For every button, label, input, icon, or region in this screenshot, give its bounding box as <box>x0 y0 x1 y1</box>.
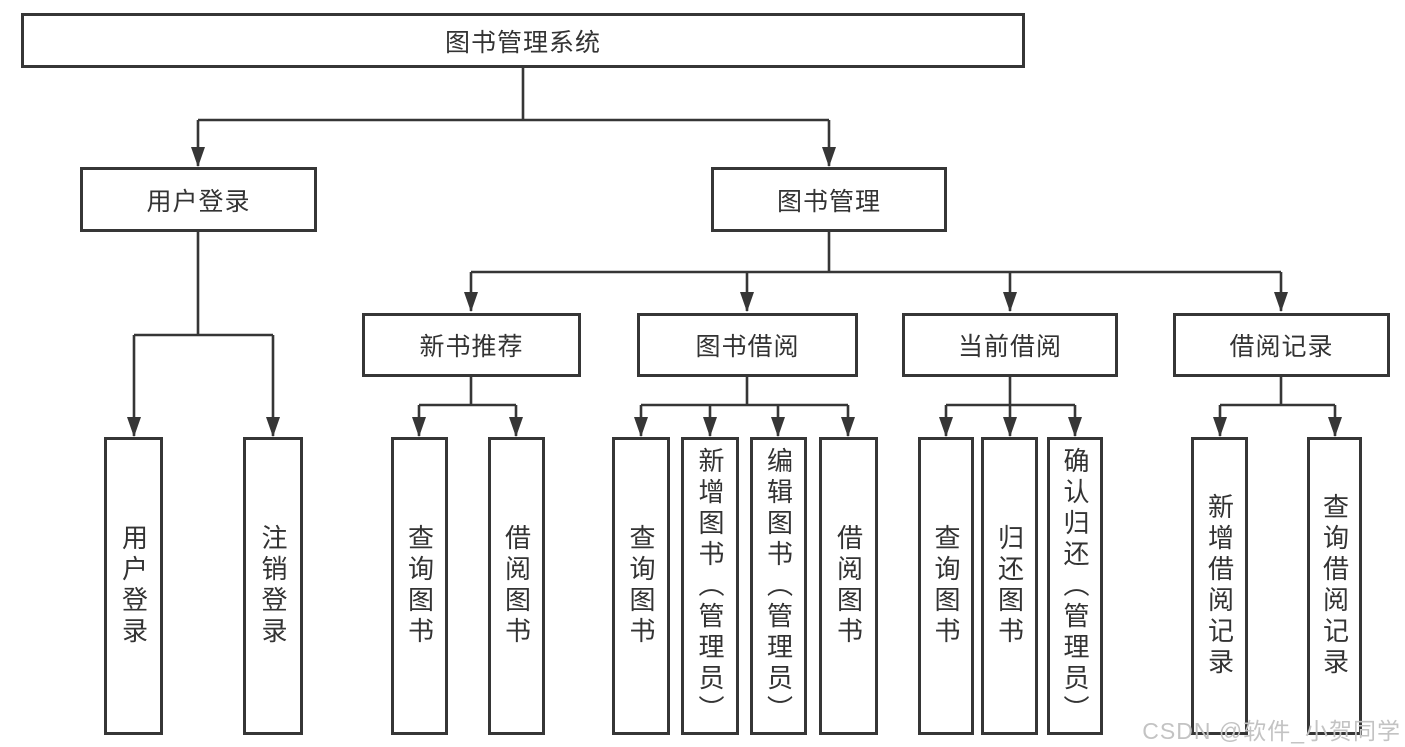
node-label: 当前借阅 <box>957 333 1062 361</box>
node-label: 注销登录 <box>258 524 288 648</box>
wire-current-split <box>946 377 1075 407</box>
leaf-add-borrowing-record: 新增借阅记录 <box>1191 437 1248 735</box>
wire-borrowing-split <box>641 377 848 407</box>
node-label: 借阅图书 <box>833 524 864 648</box>
wire-records-split <box>1220 377 1335 407</box>
leaf-return-books: 归还图书 <box>981 437 1038 735</box>
node-label: 图书管理系统 <box>444 28 601 57</box>
node-label: 新书推荐 <box>419 333 524 361</box>
wire-user-login-split <box>134 232 273 337</box>
node-label: 新增借阅记录 <box>1204 493 1235 679</box>
leaf-query-books-current: 查询图书 <box>918 437 974 735</box>
node-label: 图书借阅 <box>695 333 800 361</box>
node-label: 借阅记录 <box>1229 333 1334 361</box>
node-label: 查询图书 <box>931 524 961 648</box>
node-label: 借阅图书 <box>501 524 532 648</box>
node-borrowing-records: 借阅记录 <box>1173 313 1390 377</box>
node-label: 归还图书 <box>994 524 1025 648</box>
wire-root-split <box>198 68 829 122</box>
node-label: 新增图书（管理员） <box>695 446 725 726</box>
node-label: 查询图书 <box>626 524 656 648</box>
wire-recommendation-split <box>419 377 516 407</box>
leaf-query-books-recommendation: 查询图书 <box>391 437 448 735</box>
node-label: 用户登录 <box>146 187 251 216</box>
leaf-edit-books-admin: 编辑图书（管理员） <box>750 437 807 735</box>
node-book-management: 图书管理 <box>711 167 947 232</box>
node-user-login: 用户登录 <box>80 167 317 232</box>
leaf-user-login: 用户登录 <box>104 437 163 735</box>
leaf-logout: 注销登录 <box>243 437 303 735</box>
node-book-borrowing: 图书借阅 <box>637 313 858 377</box>
leaf-query-books-borrowing: 查询图书 <box>612 437 670 735</box>
node-current-borrowing: 当前借阅 <box>902 313 1118 377</box>
node-label: 用户登录 <box>118 524 149 648</box>
leaf-borrow-books-recommendation: 借阅图书 <box>488 437 545 735</box>
node-label: 编辑图书（管理员） <box>763 446 794 726</box>
node-new-book-recommendation: 新书推荐 <box>362 313 581 377</box>
node-label: 查询借阅记录 <box>1319 493 1350 679</box>
node-label: 查询图书 <box>404 524 435 648</box>
leaf-confirm-return-admin: 确认归还（管理员） <box>1047 437 1103 735</box>
leaf-borrow-books-borrowing: 借阅图书 <box>819 437 878 735</box>
csdn-watermark: CSDN @软件_小贺同学 <box>1142 718 1401 744</box>
wire-book-management-split <box>471 232 1281 274</box>
node-label: 图书管理 <box>776 187 881 216</box>
node-label: 确认归还（管理员） <box>1060 446 1090 726</box>
leaf-query-borrowing-record: 查询借阅记录 <box>1307 437 1362 735</box>
node-library-management-system: 图书管理系统 <box>21 13 1025 68</box>
leaf-add-books-admin: 新增图书（管理员） <box>681 437 739 735</box>
